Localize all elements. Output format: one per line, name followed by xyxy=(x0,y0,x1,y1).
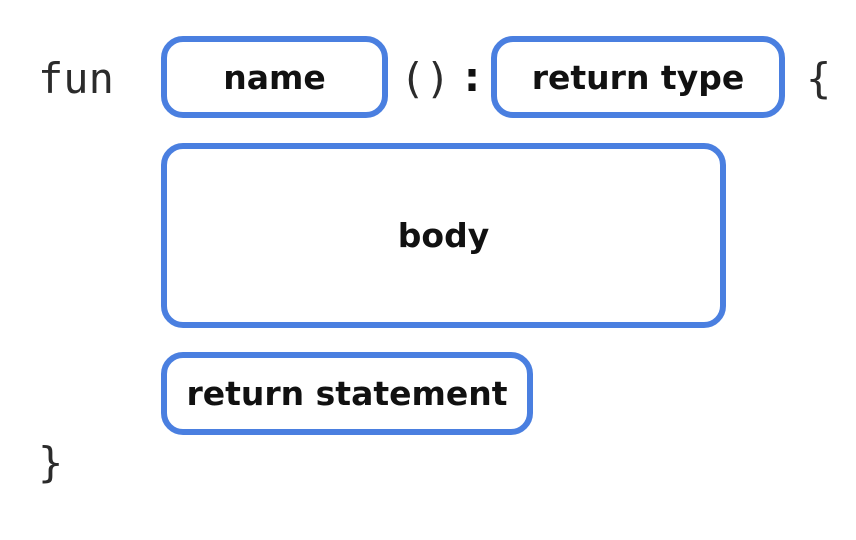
body-box: body xyxy=(161,143,726,328)
return-type-box: return type xyxy=(491,36,785,118)
close-brace: } xyxy=(38,438,64,487)
body-label: body xyxy=(397,216,490,255)
name-label: name xyxy=(223,57,326,97)
return-statement-label: return statement xyxy=(186,374,508,413)
colon: : xyxy=(464,55,480,101)
return-statement-box: return statement xyxy=(161,352,533,435)
return-type-label: return type xyxy=(531,57,745,97)
fun-keyword: fun xyxy=(38,54,114,103)
name-box: name xyxy=(161,36,388,118)
parentheses: () xyxy=(400,54,451,103)
open-brace: { xyxy=(806,54,832,103)
